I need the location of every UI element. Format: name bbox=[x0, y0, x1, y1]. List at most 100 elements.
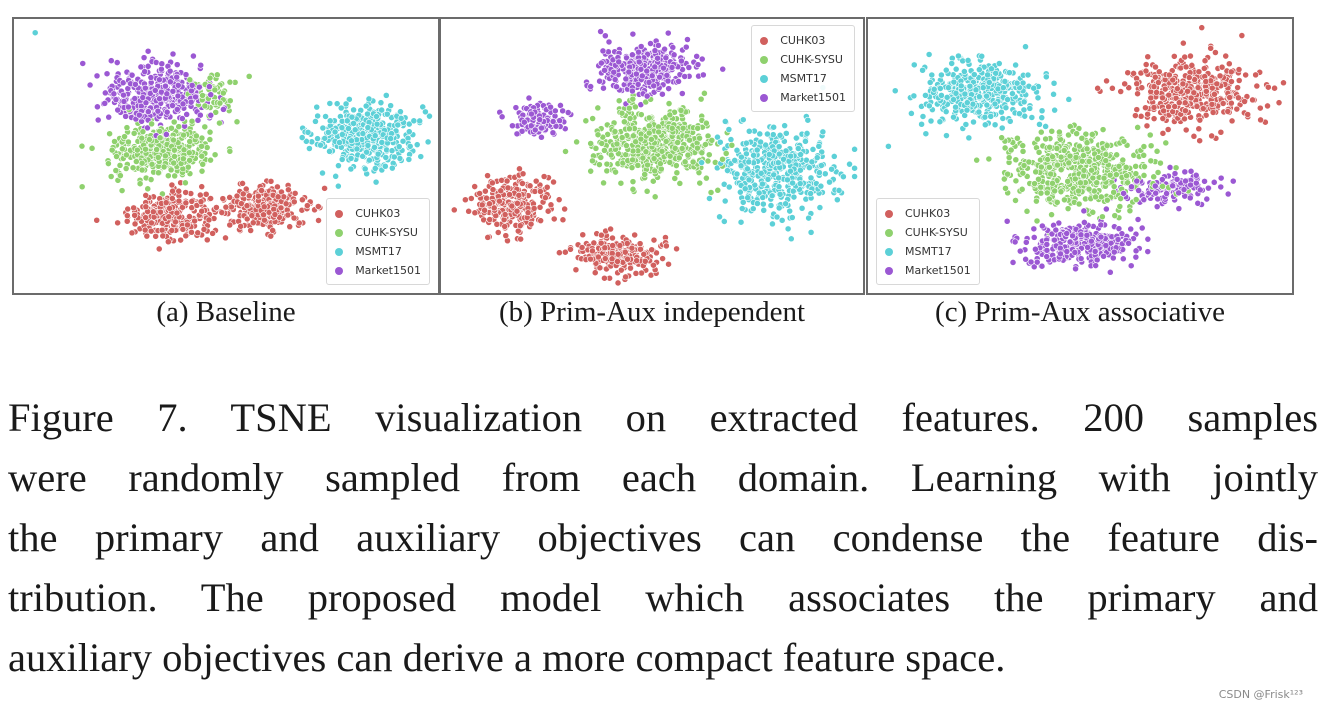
scatter-point-market1501 bbox=[509, 122, 516, 130]
scatter-point-msmt17 bbox=[383, 110, 391, 118]
scatter-point-cuhk03 bbox=[141, 226, 149, 234]
scatter-point-cuhk-sysu bbox=[1141, 163, 1148, 170]
scatter-point-cuhk03 bbox=[1137, 112, 1145, 120]
scatter-point-cuhk-sysu bbox=[666, 152, 674, 160]
scatter-point-msmt17 bbox=[756, 130, 764, 138]
scatter-point-cuhk-sysu bbox=[1147, 157, 1155, 165]
scatter-point-msmt17 bbox=[302, 137, 310, 145]
scatter-point-market1501 bbox=[1102, 205, 1110, 213]
scatter-point-cuhk-sysu bbox=[677, 107, 685, 114]
scatter-point-msmt17 bbox=[394, 121, 402, 129]
scatter-point-cuhk03 bbox=[285, 186, 292, 194]
scatter-point-market1501 bbox=[601, 32, 609, 40]
scatter-point-market1501 bbox=[1077, 255, 1085, 262]
scatter-point-cuhk03 bbox=[601, 274, 608, 282]
scatter-point-market1501 bbox=[629, 87, 636, 95]
scatter-point-market1501 bbox=[635, 58, 643, 66]
scatter-point-msmt17 bbox=[744, 165, 751, 173]
scatter-point-msmt17 bbox=[943, 132, 950, 139]
scatter-point-msmt17 bbox=[725, 126, 733, 133]
scatter-point-cuhk-sysu bbox=[671, 175, 679, 182]
scatter-point-msmt17 bbox=[743, 139, 750, 147]
scatter-point-cuhk03 bbox=[243, 202, 251, 210]
scatter-point-cuhk03 bbox=[601, 255, 609, 262]
scatter-point-msmt17 bbox=[794, 145, 802, 152]
legend-label: MSMT17 bbox=[780, 72, 827, 85]
scatter-point-cuhk-sysu bbox=[594, 104, 602, 112]
scatter-point-cuhk03 bbox=[496, 197, 503, 205]
scatter-point-cuhk03 bbox=[142, 203, 150, 211]
scatter-point-market1501 bbox=[635, 48, 642, 56]
scatter-point-cuhk-sysu bbox=[130, 129, 138, 137]
scatter-point-msmt17 bbox=[333, 100, 341, 108]
scatter-point-market1501 bbox=[154, 107, 162, 115]
scatter-point-cuhk-sysu bbox=[198, 142, 205, 150]
scatter-point-cuhk-sysu bbox=[199, 92, 206, 99]
scatter-point-cuhk03 bbox=[638, 269, 645, 277]
scatter-point-msmt17 bbox=[753, 146, 761, 154]
scatter-point-msmt17 bbox=[851, 145, 858, 153]
scatter-point-market1501 bbox=[613, 83, 620, 91]
scatter-point-cuhk03 bbox=[536, 188, 544, 195]
scatter-point-msmt17 bbox=[733, 146, 741, 154]
scatter-plot-baseline bbox=[31, 29, 433, 253]
scatter-point-market1501 bbox=[513, 130, 521, 138]
scatter-point-cuhk-sysu bbox=[707, 189, 715, 196]
scatter-point-market1501 bbox=[94, 103, 101, 111]
scatter-point-cuhk03 bbox=[636, 240, 644, 247]
scatter-point-cuhk03 bbox=[282, 200, 290, 208]
scatter-point-cuhk-sysu bbox=[113, 153, 120, 160]
scatter-point-cuhk03 bbox=[1225, 60, 1233, 68]
scatter-point-cuhk03 bbox=[202, 190, 210, 198]
scatter-point-market1501 bbox=[643, 92, 651, 100]
scatter-point-msmt17 bbox=[970, 118, 977, 126]
scatter-point-market1501 bbox=[94, 116, 102, 124]
scatter-point-msmt17 bbox=[1026, 105, 1034, 112]
scatter-point-market1501 bbox=[1210, 178, 1218, 186]
scatter-point-cuhk03 bbox=[182, 232, 190, 240]
scatter-point-market1501 bbox=[144, 47, 152, 55]
legend-item-cuhk03: CUHK03 bbox=[760, 31, 846, 50]
scatter-point-msmt17 bbox=[784, 176, 791, 184]
scatter-point-market1501 bbox=[638, 72, 646, 80]
scatter-point-cuhk03 bbox=[596, 264, 604, 272]
scatter-point-cuhk03 bbox=[271, 211, 279, 218]
legend-marker-icon bbox=[335, 266, 344, 275]
scatter-point-msmt17 bbox=[387, 102, 395, 109]
scatter-point-msmt17 bbox=[1006, 117, 1014, 125]
legend-item-msmt17: MSMT17 bbox=[760, 69, 846, 88]
scatter-point-cuhk03 bbox=[1133, 80, 1141, 88]
scatter-point-cuhk-sysu bbox=[164, 172, 172, 180]
scatter-point-cuhk03 bbox=[598, 231, 605, 239]
scatter-point-cuhk03 bbox=[166, 204, 173, 212]
scatter-point-cuhk03 bbox=[277, 204, 285, 212]
scatter-point-cuhk03 bbox=[1218, 63, 1226, 71]
scatter-point-cuhk03 bbox=[1094, 84, 1102, 92]
scatter-point-market1501 bbox=[663, 71, 671, 79]
scatter-point-cuhk03 bbox=[239, 190, 247, 198]
scatter-point-cuhk-sysu bbox=[129, 164, 137, 172]
scatter-point-cuhk-sysu bbox=[201, 102, 209, 110]
scatter-point-cuhk03 bbox=[589, 247, 596, 255]
scatter-point-cuhk-sysu bbox=[589, 115, 597, 122]
scatter-point-cuhk03 bbox=[1177, 64, 1185, 72]
scatter-point-cuhk03 bbox=[188, 228, 195, 236]
scatter-point-cuhk-sysu bbox=[1134, 124, 1142, 131]
scatter-point-msmt17 bbox=[962, 121, 970, 128]
scatter-point-msmt17 bbox=[334, 182, 342, 190]
scatter-point-cuhk03 bbox=[1164, 126, 1172, 133]
scatter-point-cuhk03 bbox=[168, 181, 176, 189]
scatter-point-msmt17 bbox=[426, 112, 433, 120]
scatter-point-market1501 bbox=[654, 54, 661, 62]
scatter-point-cuhk03 bbox=[152, 232, 160, 240]
scatter-point-market1501 bbox=[194, 116, 202, 124]
scatter-point-cuhk03 bbox=[1125, 84, 1133, 92]
scatter-point-market1501 bbox=[166, 67, 174, 75]
scatter-point-msmt17 bbox=[337, 104, 345, 112]
scatter-point-cuhk03 bbox=[239, 180, 246, 187]
scatter-point-cuhk03 bbox=[516, 165, 523, 173]
scatter-point-market1501 bbox=[625, 68, 633, 76]
scatter-point-market1501 bbox=[1138, 224, 1146, 232]
scatter-point-msmt17 bbox=[770, 171, 778, 179]
scatter-point-msmt17 bbox=[326, 100, 334, 107]
